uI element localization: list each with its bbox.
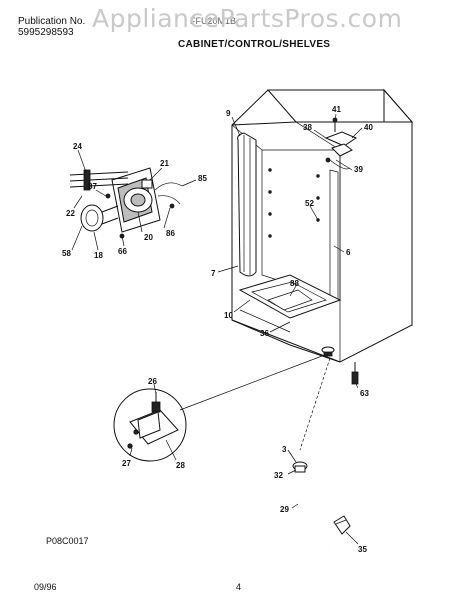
callout-86: 86 [166,229,175,238]
callout-leaders [71,113,363,545]
callout-18: 18 [94,251,103,260]
callout-85: 85 [198,174,207,183]
callout-21: 21 [160,159,169,168]
callout-9: 9 [226,109,231,118]
control-assembly-drawing [69,167,183,239]
callout-66: 66 [118,247,127,256]
callout-3: 3 [282,445,287,454]
callout-20: 20 [144,233,153,242]
revision-date: 09/96 [34,582,57,592]
cabinet-drawing [231,88,414,385]
callout-22: 22 [66,209,75,218]
callout-63: 63 [360,389,369,398]
callout-52: 52 [305,199,314,208]
callout-7: 7 [211,269,216,278]
callout-36: 36 [260,329,269,338]
callout-26: 26 [148,377,157,386]
callout-29: 29 [280,505,289,514]
model-number: FFU20M1B [190,16,237,26]
callout-labels: 9 41 38 40 24 21 85 39 87 22 20 86 58 18… [62,105,373,554]
watermark: AppliancePartsPros.com [92,4,403,33]
callout-88: 88 [290,279,299,288]
callout-40: 40 [364,123,373,132]
section-title: CABINET/CONTROL/SHELVES [178,39,331,50]
callout-28: 28 [176,461,185,470]
callout-24: 24 [73,142,82,151]
callout-58: 58 [62,249,71,258]
page-number: 4 [236,582,242,592]
publication-number: 5995298593 [18,27,74,38]
callout-6: 6 [346,248,351,257]
callout-38: 38 [303,123,312,132]
figure-code: P08C0017 [46,536,89,546]
callout-32: 32 [274,471,283,480]
callout-35: 35 [358,545,367,554]
callout-10: 10 [224,311,233,320]
callout-39: 39 [354,165,363,174]
publication-label: Publication No. [18,16,86,27]
callout-27: 27 [122,459,131,468]
callout-87: 87 [88,182,97,191]
drain-tube-drawing [292,357,351,549]
callout-41: 41 [332,105,341,114]
detail-circle-drawing [113,355,323,462]
